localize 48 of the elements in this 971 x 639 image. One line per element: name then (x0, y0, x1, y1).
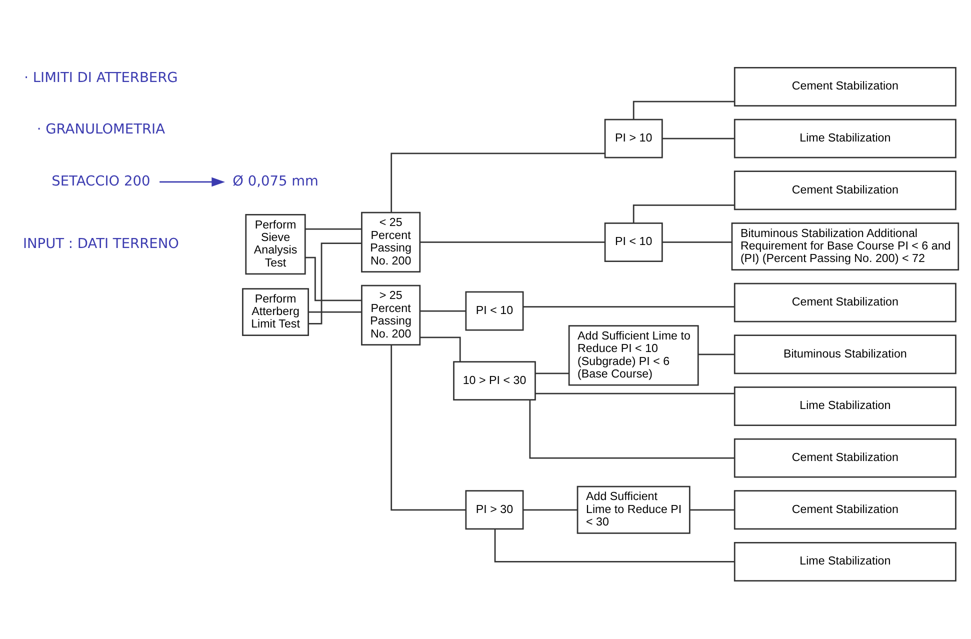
connector (420, 310, 466, 312)
node-box: PI > 30 (465, 490, 524, 530)
connector (690, 508, 734, 510)
connector (529, 399, 734, 458)
node-box: Bituminous Stabilization Additional Requirement for Base Course PI < 6 and (PI) (Percent Passing No. 200) < 72 (731, 222, 960, 270)
connector (305, 256, 362, 301)
node-box: > 25 Percent Passing No. 200 (361, 284, 421, 346)
node-box: Lime Stabilization (734, 542, 956, 581)
node-box: Perform Sieve Analysis Test (245, 214, 306, 274)
connector (420, 241, 605, 242)
node-box: Add Sufficient Lime to Reduce PI < 10 (Subgrade) PI < 6 (Base Course) (568, 324, 699, 386)
connector (632, 204, 734, 222)
node-box: Lime Stabilization (734, 118, 956, 158)
node-text: SETACCIO 200 (52, 173, 150, 190)
node-box: PI < 10 (465, 290, 524, 330)
node-box: PI < 10 (604, 222, 663, 262)
node-box: Cement Stabilization (734, 438, 956, 478)
node-text: Ø 0,075 mm (232, 173, 318, 190)
arrow (160, 176, 225, 186)
node-box: Perform Atterberg Limit Test (242, 288, 309, 336)
connector (308, 310, 362, 312)
connector (698, 353, 734, 355)
node-box: Lime Stabilization (734, 386, 956, 426)
node-box: PI > 10 (604, 118, 663, 158)
connector (523, 306, 735, 307)
connector (305, 228, 362, 230)
connector (523, 508, 578, 510)
connector (535, 392, 735, 394)
node-box: Cement Stabilization (734, 170, 956, 210)
connector (494, 528, 734, 562)
label: INPUT : DATI TERRENO (22, 235, 179, 252)
connector (390, 152, 605, 212)
connector (662, 137, 734, 139)
connector (535, 372, 569, 374)
label: · LIMITI DI ATTERBERG (24, 69, 178, 86)
connector (308, 242, 362, 324)
node-box: < 25 Percent Passing No. 200 (361, 211, 421, 272)
node-box: Add Sufficient Lime to Reduce PI < 30 (576, 485, 690, 534)
connector (390, 344, 466, 510)
node-box: 10 > PI < 30 (453, 360, 536, 400)
connector (662, 241, 732, 242)
label: · GRANULOMETRIA (36, 121, 166, 138)
connector (420, 336, 461, 362)
node-box: Bituminous Stabilization (734, 334, 956, 374)
node-box: Cement Stabilization (734, 282, 956, 322)
node-box: Cement Stabilization (734, 490, 956, 530)
connector (632, 100, 734, 119)
node-box: Cement Stabilization (734, 66, 956, 106)
